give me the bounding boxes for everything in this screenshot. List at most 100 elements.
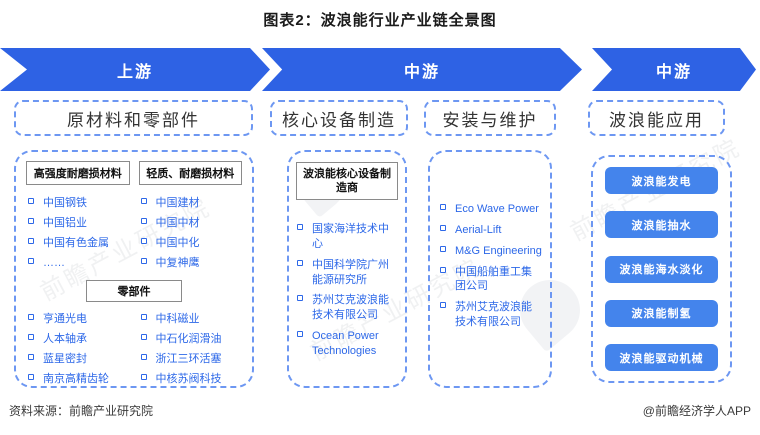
list-item: 中国科学院广州能源研究所 xyxy=(295,258,399,288)
square-bullet-icon xyxy=(140,354,147,361)
source-note: 资料来源：前瞻产业研究院 xyxy=(9,404,154,418)
banner-downstream: 中游 xyxy=(592,48,756,91)
list-item: Aerial-Lift xyxy=(438,223,542,238)
square-bullet-icon xyxy=(28,373,34,380)
square-bullet-icon xyxy=(440,204,446,211)
square-bullet-icon xyxy=(140,334,147,341)
list-item: …… xyxy=(26,256,130,271)
section-header-equipment: 核心设备制造 xyxy=(270,100,408,136)
equipment-box-title: 波浪能核心设备制造商 xyxy=(296,162,398,200)
banner-label: 中游 xyxy=(403,63,440,81)
company-name: 中国建材 xyxy=(155,197,200,209)
raw-materials-container: 高强度耐磨损材料 中国钢铁 中国铝业 中国有色金属 …… 轻质、耐磨损材料 中国… xyxy=(14,150,254,388)
square-bullet-icon xyxy=(140,257,147,264)
square-bullet-icon xyxy=(28,237,34,244)
company-name: 浙江三环活塞 xyxy=(155,353,222,366)
install-container: Eco Wave Power Aerial-Lift M&G Engineeri… xyxy=(428,150,552,388)
list-item: 中石化润滑油 xyxy=(139,332,243,347)
list-item: 中复神鹰 xyxy=(139,256,243,271)
credit-note: @前瞻经济学人APP xyxy=(642,404,751,418)
square-bullet-icon xyxy=(28,217,34,224)
list-item: 中国建材 xyxy=(139,196,243,211)
parts-title: 零部件 xyxy=(86,280,182,303)
banner-label: 上游 xyxy=(116,63,153,81)
company-name: 中石化润滑油 xyxy=(155,333,222,346)
square-bullet-icon xyxy=(28,354,34,361)
equipment-container: 波浪能核心设备制造商 国家海洋技术中心 中国科学院广州能源研究所 苏州艾克波浪能… xyxy=(287,150,407,388)
list-item: 南京高精齿轮 xyxy=(26,372,130,387)
section-header-applications: 波浪能应用 xyxy=(588,100,725,136)
list-item: 国家海洋技术中心 xyxy=(295,222,399,252)
application-node-power-generation: 波浪能发电 xyxy=(605,167,718,194)
company-name: 中国铝业 xyxy=(43,216,87,229)
company-name: 中国中材 xyxy=(155,216,200,229)
company-name: M&G Engineering xyxy=(455,244,542,257)
list-item: 中核苏阀科技 xyxy=(139,372,243,387)
company-name: 中国中化 xyxy=(155,236,200,249)
list-item: 苏州艾克波浪能技术有限公司 xyxy=(438,300,542,330)
square-bullet-icon xyxy=(297,224,303,230)
company-name: 中科磁业 xyxy=(155,313,200,326)
list-item: Ocean Power Technologies xyxy=(295,329,399,359)
list-item: 中国船舶重工集团公司 xyxy=(438,265,542,295)
list-item: 蓝星密封 xyxy=(26,352,130,367)
square-bullet-icon xyxy=(140,314,147,321)
square-bullet-icon xyxy=(28,334,34,341)
banner-midstream: 中游 xyxy=(262,48,582,91)
list-item: 亨通光电 xyxy=(26,312,130,327)
material-group: 高强度耐磨损材料 中国钢铁 中国铝业 中国有色金属 …… xyxy=(26,161,130,275)
section-header-install: 安装与维护 xyxy=(424,100,556,136)
square-bullet-icon xyxy=(140,237,147,244)
company-name: 中国船舶重工集团公司 xyxy=(455,265,532,293)
square-bullet-icon xyxy=(440,302,446,309)
company-name: …… xyxy=(43,256,65,269)
company-name: 中国有色金属 xyxy=(43,236,109,249)
material-group-title: 高强度耐磨损材料 xyxy=(26,161,130,185)
company-name: Ocean Power Technologies xyxy=(312,330,379,357)
list-item: 中国有色金属 xyxy=(26,236,130,251)
company-name: 中国科学院广州能源研究所 xyxy=(312,258,389,286)
footer: 资料来源：前瞻产业研究院 @前瞻经济学人APP xyxy=(0,402,760,419)
square-bullet-icon xyxy=(140,217,147,224)
list-item: 中科磁业 xyxy=(139,312,243,327)
company-name: Eco Wave Power xyxy=(455,203,539,216)
list-item: 中国中化 xyxy=(139,236,243,251)
square-bullet-icon xyxy=(440,224,446,231)
section-header-raw-materials: 原材料和零部件 xyxy=(14,100,253,136)
company-name: 中复神鹰 xyxy=(155,256,200,269)
application-node-water-pumping: 波浪能抽水 xyxy=(605,211,718,239)
banner-label: 中游 xyxy=(655,63,692,81)
square-bullet-icon xyxy=(140,373,147,380)
material-group-title: 轻质、耐磨损材料 xyxy=(138,161,242,185)
square-bullet-icon xyxy=(297,295,303,302)
list-item: 浙江三环活塞 xyxy=(139,352,243,367)
list-item: 中国钢铁 xyxy=(26,196,130,211)
company-name: 苏州艾克波浪能技术有限公司 xyxy=(455,301,532,329)
list-item: 苏州艾克波浪能技术有限公司 xyxy=(295,293,399,323)
company-name: 亨通光电 xyxy=(43,313,87,326)
square-bullet-icon xyxy=(297,331,303,338)
company-name: 国家海洋技术中心 xyxy=(312,223,389,250)
list-item: M&G Engineering xyxy=(438,244,542,259)
application-node-hydrogen: 波浪能制氢 xyxy=(605,299,718,327)
banner-upstream: 上游 xyxy=(0,48,270,91)
square-bullet-icon xyxy=(140,198,147,204)
square-bullet-icon xyxy=(297,259,303,266)
list-item: 中国中材 xyxy=(139,216,243,231)
application-node-machinery: 波浪能驱动机械 xyxy=(605,344,718,371)
square-bullet-icon xyxy=(440,245,446,252)
company-name: 苏州艾克波浪能技术有限公司 xyxy=(312,294,389,322)
company-name: 蓝星密封 xyxy=(43,353,87,366)
list-item: 人本轴承 xyxy=(26,332,130,347)
square-bullet-icon xyxy=(440,266,446,273)
page-title: 图表2：波浪能行业产业链全景图 xyxy=(263,12,497,29)
square-bullet-icon xyxy=(28,257,34,264)
company-name: 中国钢铁 xyxy=(43,197,87,209)
applications-container: 波浪能发电 波浪能抽水 波浪能海水淡化 波浪能制氢 波浪能驱动机械 xyxy=(591,155,732,383)
material-group: 轻质、耐磨损材料 中国建材 中国中材 中国中化 中复神鹰 xyxy=(138,161,243,275)
list-item: 中国铝业 xyxy=(26,216,130,231)
square-bullet-icon xyxy=(28,314,34,321)
square-bullet-icon xyxy=(28,198,34,204)
application-node-desalination: 波浪能海水淡化 xyxy=(605,255,718,283)
